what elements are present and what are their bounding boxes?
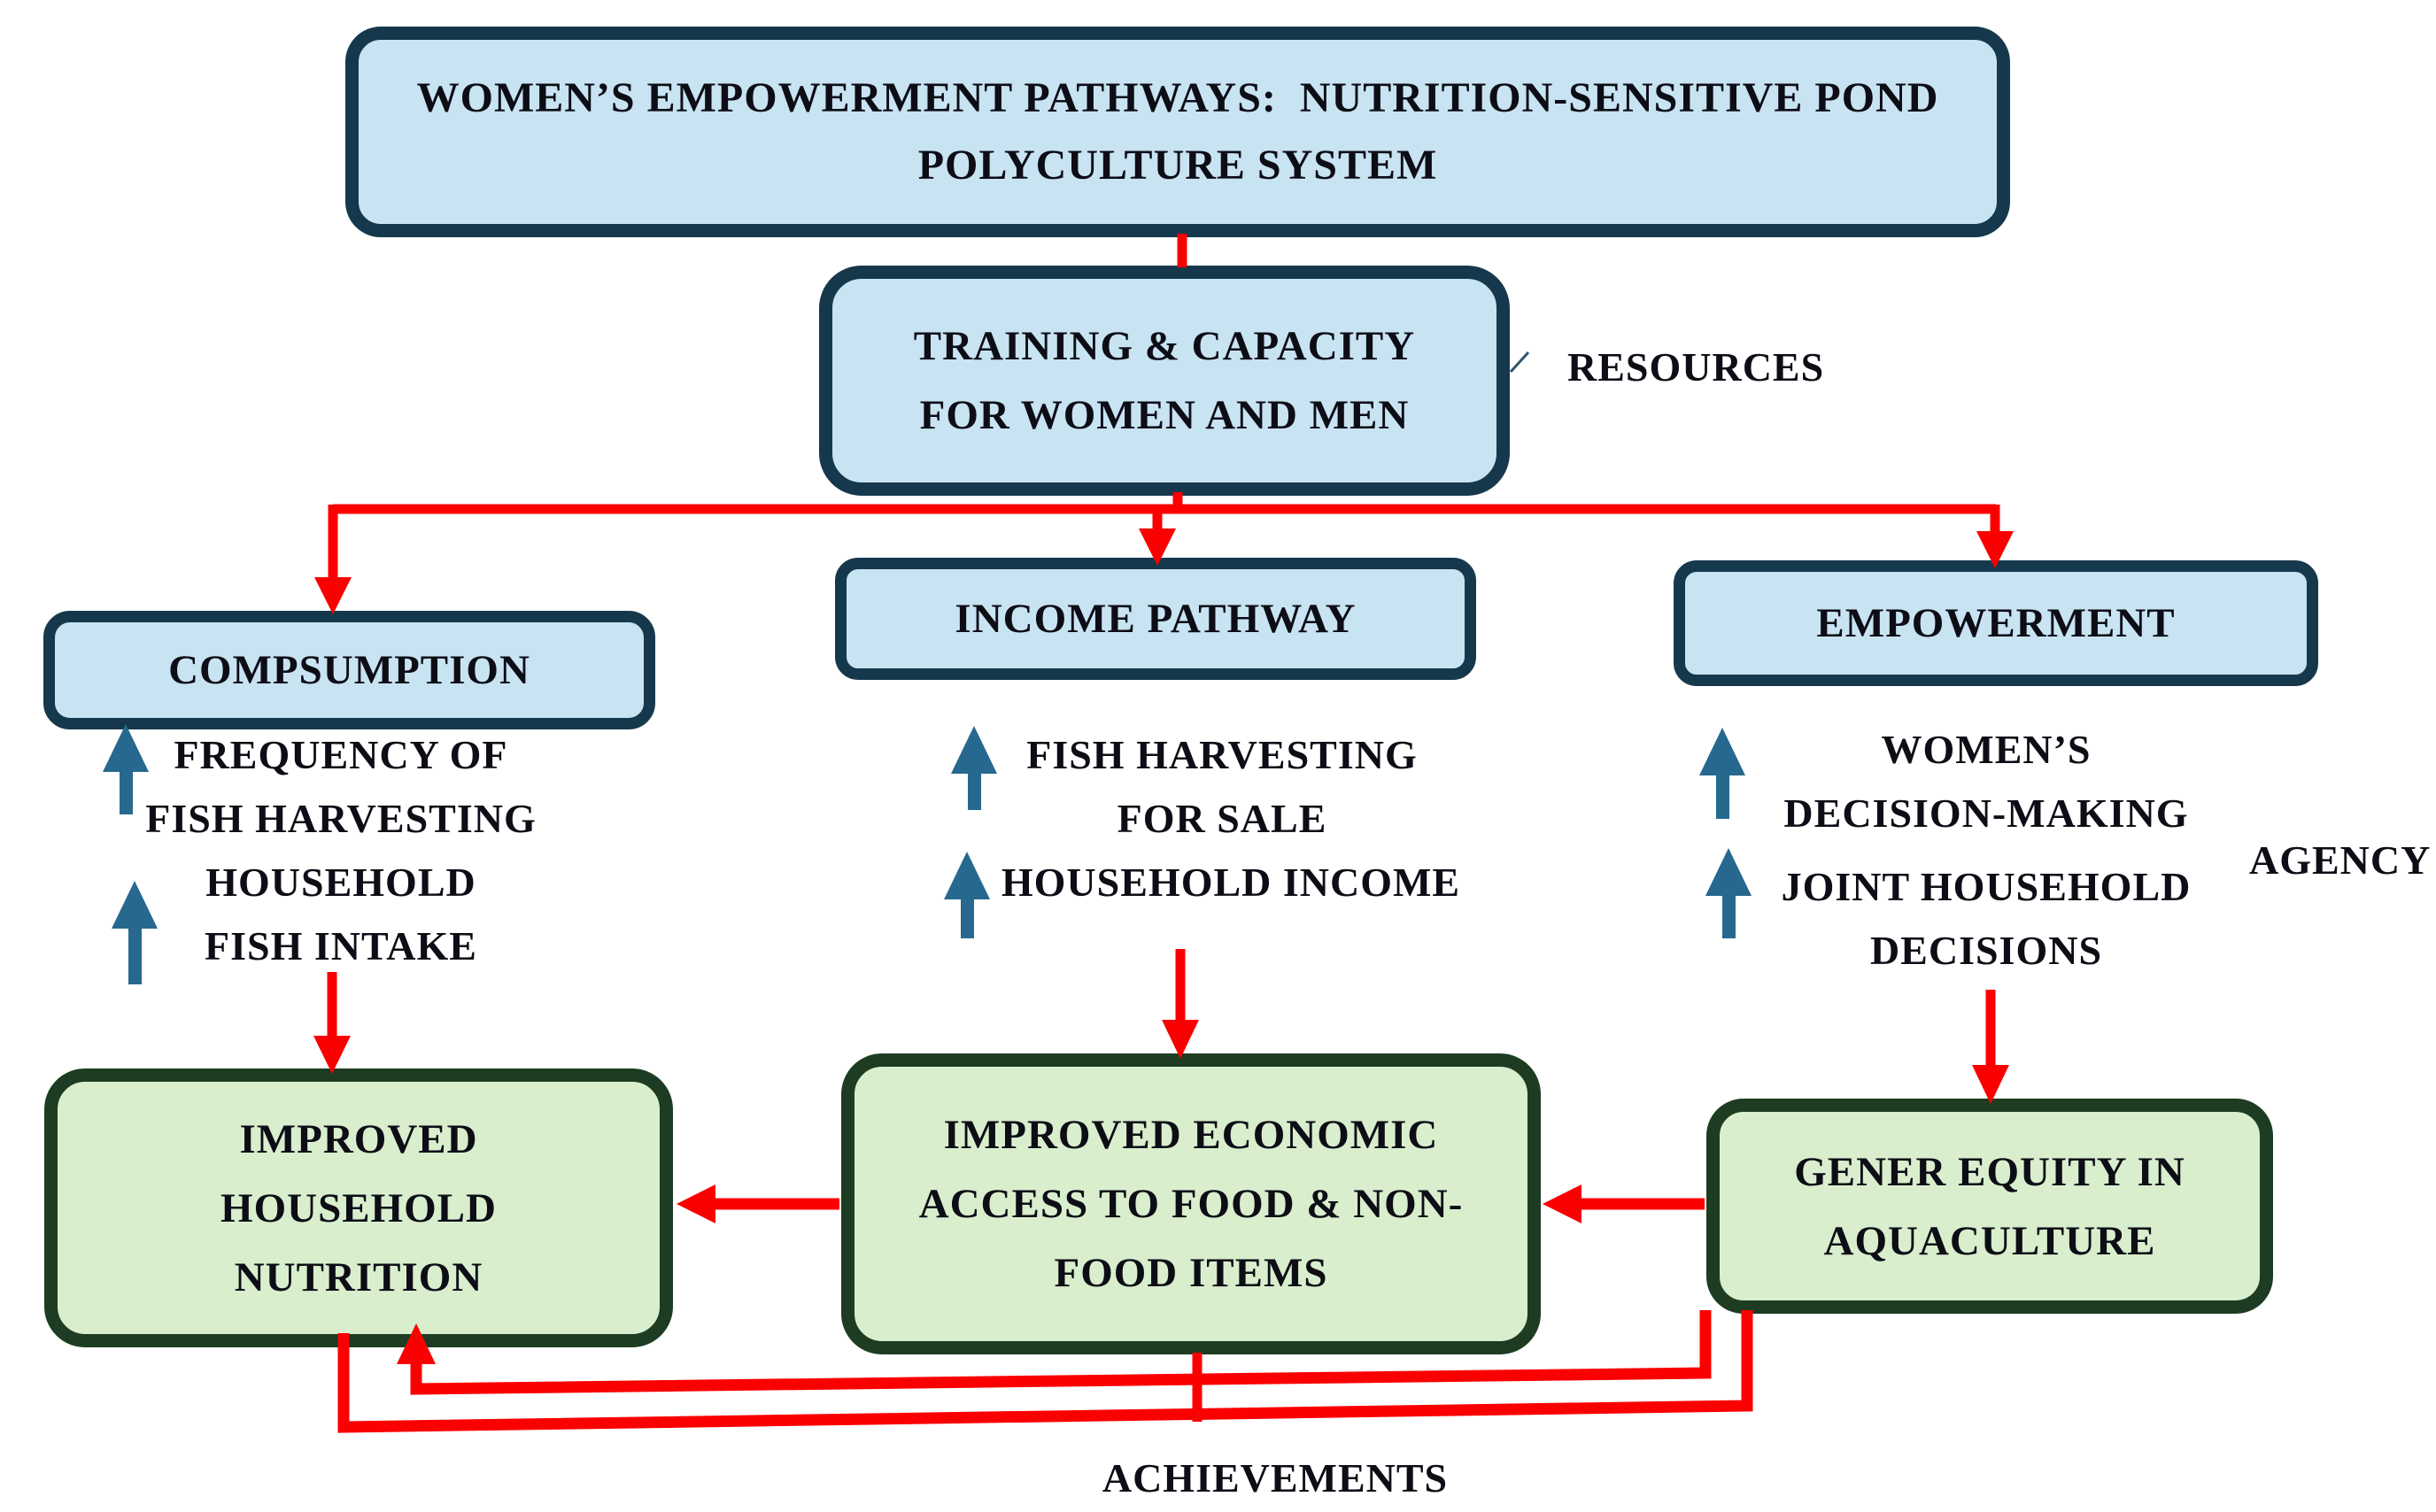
- resources-callout-line: [1509, 351, 1530, 374]
- title-box: WOMEN’S EMPOWERMENT PATHWAYS: NUTRITION-…: [345, 27, 2010, 237]
- consumption-indicator-2-line-2: FISH INTAKE: [205, 923, 477, 968]
- achievements-label: ACHIEVEMENTS: [1102, 1455, 1449, 1500]
- empowerment-pathway-box: EMPOWERMENT: [1674, 560, 2318, 686]
- consumption-indicator-2-line-1: HOUSEHOLD: [205, 860, 476, 905]
- increase-arrow-fish-harvesting-for-sale: [951, 726, 997, 810]
- income-indicator-2-line-1: HOUSEHOLD INCOME: [1001, 860, 1461, 905]
- arrowhead-to-consumption: [314, 577, 352, 614]
- resources-label: RESOURCES: [1567, 344, 1825, 390]
- economic-access-outcome-box: IMPROVED ECONOMIC ACCESS TO FOOD & NON- …: [841, 1053, 1541, 1354]
- gender-line-2: AQUACULTURE: [1823, 1217, 2156, 1264]
- economic-line-3: FOOD ITEMS: [1054, 1250, 1328, 1296]
- consumption-indicator-1-line-2: FISH HARVESTING: [145, 796, 537, 841]
- income-indicator-1-line-2: FOR SALE: [1117, 796, 1327, 841]
- arrowhead: [1543, 1184, 1581, 1223]
- consumption-indicator-1-line-1: FREQUENCY OF: [174, 732, 508, 777]
- income-indicator-1-line-1: FISH HARVESTING: [1026, 732, 1418, 777]
- arrow-empowerment-to-gender: [1972, 990, 2009, 1104]
- increase-arrow-womens-decision-making: [1699, 728, 1745, 819]
- increase-arrow-joint-household-decisions: [1705, 848, 1752, 938]
- gender-equity-outcome-box: GENER EQUITY IN AQUACULTURE: [1706, 1099, 2273, 1314]
- arrow-economic-to-nutrition: [677, 1184, 839, 1223]
- consumption-pathway-box: COMPSUMPTION: [43, 611, 655, 729]
- gender-line-1: GENER EQUITY IN: [1794, 1148, 2185, 1195]
- economic-line-2: ACCESS TO FOOD & NON-: [918, 1181, 1464, 1227]
- training-line-2: FOR WOMEN AND MEN: [919, 392, 1410, 438]
- empowerment-indicator-2-line-2: DECISIONS: [1869, 928, 2103, 973]
- nutrition-line-3: NUTRITION: [234, 1254, 483, 1300]
- training-box: TRAINING & CAPACITY FOR WOMEN AND MEN: [819, 266, 1510, 496]
- training-line-1: TRAINING & CAPACITY: [913, 323, 1416, 369]
- arrow-consumption-to-nutrition: [313, 972, 351, 1074]
- arrowhead: [677, 1184, 715, 1223]
- title-line-1: WOMEN’S EMPOWERMENT PATHWAYS: NUTRITION-…: [416, 74, 1939, 121]
- improved-nutrition-outcome-box: IMPROVED HOUSEHOLD NUTRITION: [44, 1068, 673, 1347]
- empowerment-label: EMPOWERMENT: [1816, 600, 2176, 646]
- increase-arrow-household-income: [944, 852, 990, 938]
- economic-line-1: IMPROVED ECONOMIC: [943, 1112, 1439, 1158]
- agency-label: AGENCY: [2249, 837, 2432, 883]
- title-line-2: POLYCULTURE SYSTEM: [917, 142, 1438, 189]
- nutrition-line-2: HOUSEHOLD: [220, 1184, 497, 1231]
- empowerment-indicator-1-line-1: WOMEN’S: [1881, 727, 2092, 772]
- arrow-gender-to-economic: [1543, 1184, 1705, 1223]
- income-label: INCOME PATHWAY: [955, 596, 1357, 642]
- consumption-label: COMPSUMPTION: [168, 647, 530, 693]
- empowerment-indicator-1-line-2: DECISION-MAKING: [1783, 791, 2189, 836]
- arrow-income-to-economic: [1162, 949, 1199, 1059]
- empowerment-indicator-2-line-1: JOINT HOUSEHOLD: [1781, 864, 2192, 909]
- income-pathway-box: INCOME PATHWAY: [835, 558, 1476, 680]
- nutrition-line-1: IMPROVED: [239, 1115, 478, 1162]
